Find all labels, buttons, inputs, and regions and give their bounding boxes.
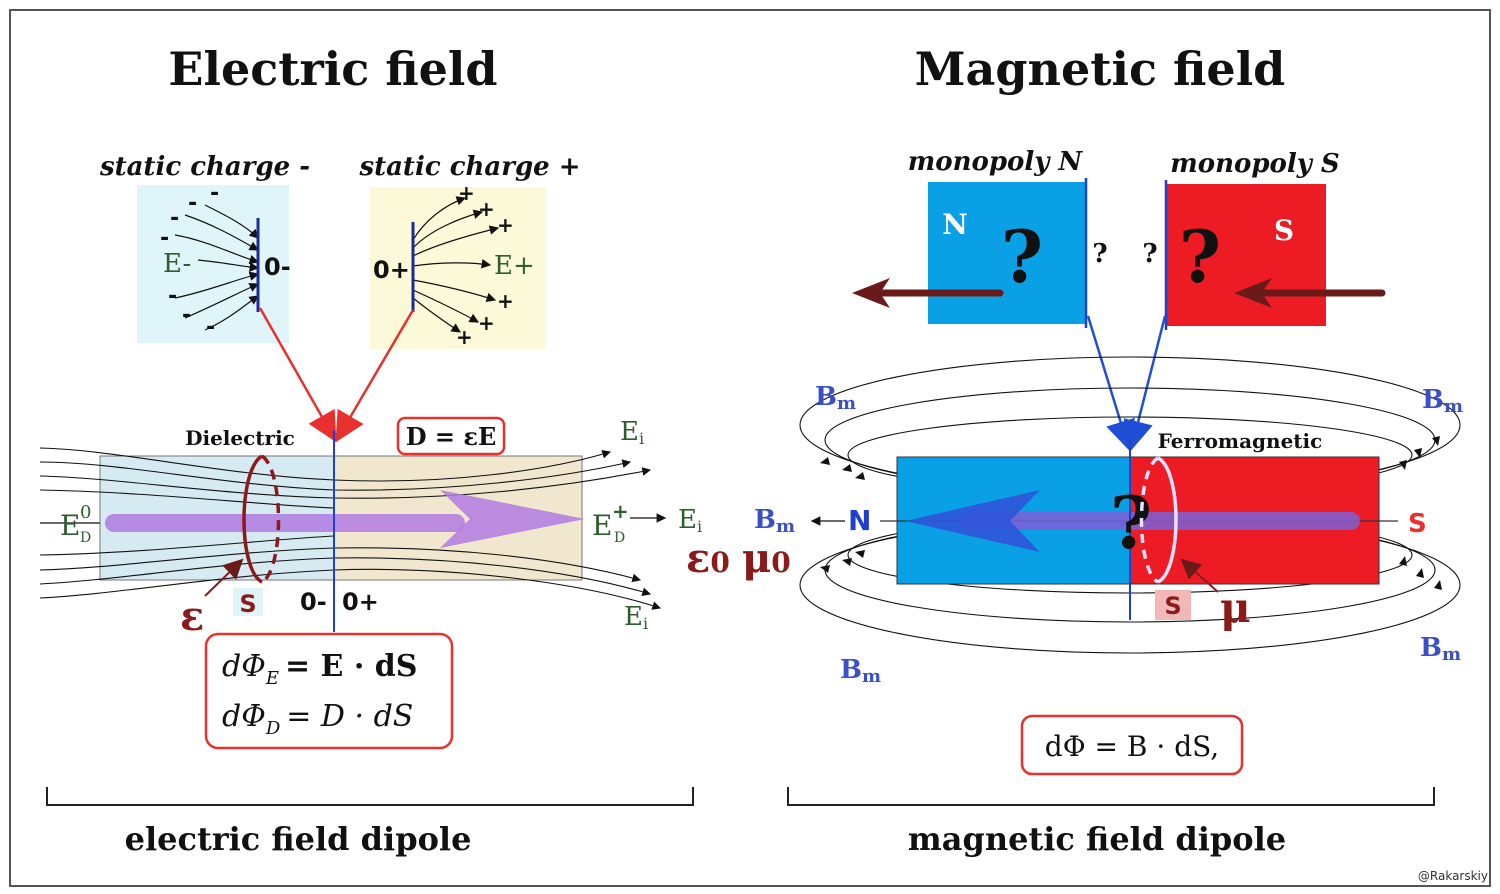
question-n-block: ?: [1001, 214, 1043, 299]
question-s-block: ?: [1179, 214, 1221, 299]
bm-label-left: Bm: [754, 505, 795, 537]
pos-sign: +: [497, 289, 514, 313]
ei-label-mid: Ei: [678, 505, 702, 536]
pos-sign: +: [478, 197, 495, 221]
magnetic-flux-box: [1020, 714, 1244, 776]
electric-caption: electric field dipole: [125, 820, 472, 858]
d-eq-box: [396, 416, 506, 456]
edp-sub: D: [614, 530, 625, 546]
electric-flux-box: [204, 632, 454, 750]
s-pole-label: S: [1408, 509, 1427, 539]
neg-field-lines: [174, 204, 260, 331]
static-charge-neg-label: static charge -: [99, 152, 310, 182]
question-small-right: ?: [1142, 239, 1157, 269]
ferromagnetic-label: Ferromagnetic: [1158, 429, 1323, 453]
s-badge-electric: [233, 588, 263, 616]
violet-arrow-head: [440, 490, 585, 548]
mu-ellipse-back: [1139, 456, 1160, 584]
electric-title: Electric field: [168, 42, 497, 96]
s-label-electric: S: [239, 590, 256, 618]
pos-sign: +: [458, 181, 475, 205]
e-minus-label: E-: [163, 249, 191, 279]
bm-label-tl: Bm: [815, 382, 856, 414]
neg-sign: -: [182, 303, 191, 328]
red-arrow-right: [335, 309, 415, 443]
n-pole-label: N: [848, 504, 871, 537]
watermark: @Rakarskiy: [1418, 869, 1488, 883]
ei-label-top: Ei: [620, 417, 644, 448]
edp-label: E: [592, 509, 612, 542]
magnetic-bracket: [787, 787, 1435, 806]
pos-sign: +: [478, 311, 495, 335]
neg-sign: -: [188, 191, 197, 216]
magnetic-arrow-shaft: [960, 512, 1360, 530]
pos-field-lines: [412, 196, 500, 333]
monopoly-s-block: [1166, 184, 1326, 326]
s-label-magnetic: S: [1164, 592, 1181, 620]
epsilon-symbol: ε: [180, 593, 204, 640]
flux-d-formula: dΦD= D · dS: [222, 699, 413, 739]
blue-arrow-right: [1123, 315, 1167, 451]
epsilon-zero: ε0: [686, 535, 730, 582]
question-small-left: ?: [1092, 239, 1107, 269]
violet-arrow-shaft: [105, 514, 465, 532]
static-charge-pos-label: static charge +: [358, 152, 580, 182]
monopoly-n-label: monopoly N: [908, 147, 1084, 177]
bm-label-br: Bm: [1420, 633, 1461, 665]
dielectric-label: Dielectric: [185, 426, 295, 450]
neg-sign: -: [168, 284, 177, 309]
magnetic-caption: magnetic field dipole: [908, 820, 1286, 858]
n-letter-block: N: [942, 208, 968, 241]
neg-sign: -: [206, 315, 215, 340]
monopoly-s-label: monopoly S: [1170, 149, 1339, 179]
zero-plus-label: 0+: [373, 256, 410, 284]
neg-sign: -: [160, 226, 169, 251]
mu-pointer: [1180, 558, 1219, 593]
ed0-label: E: [60, 509, 80, 542]
pos-sign: +: [497, 213, 514, 237]
s-in-arrow-head: [1234, 278, 1272, 308]
edp-sup: +: [612, 499, 629, 523]
pos-sign: +: [456, 325, 473, 349]
mu-symbol: μ: [1220, 583, 1251, 632]
mu-ellipse-front: [1156, 456, 1178, 584]
neg-sign: -: [210, 181, 219, 206]
surface-ellipse-back: [260, 454, 281, 584]
magnetic-flux-formula: dΦ = B · dS,: [1045, 730, 1219, 763]
pos-charge-box: [370, 187, 546, 349]
mu-zero: μ0: [742, 535, 791, 582]
ei-label-bot: Ei: [624, 602, 648, 633]
zero-minus-label: 0-: [264, 253, 291, 281]
e-plus-label: E+: [494, 251, 535, 281]
ed0-sup: 0: [80, 502, 91, 523]
blue-arrow-left: [1086, 315, 1135, 451]
bm-label-tr: Bm: [1422, 385, 1463, 417]
s-letter-block: S: [1274, 214, 1294, 247]
ed0-sub: D: [80, 530, 91, 546]
electric-bracket: [46, 787, 694, 806]
magnetic-loop-arrows: [820, 436, 1442, 590]
bar-zero-minus: 0-: [300, 588, 327, 616]
outer-frame: [9, 9, 1491, 887]
s-badge-magnetic: [1155, 590, 1191, 620]
epsilon-pointer: [204, 558, 244, 597]
surface-ellipse-front: [242, 454, 264, 584]
d-eq-text: D = εE: [406, 422, 497, 451]
red-arrow-left: [258, 307, 337, 443]
magnetic-title: Magnetic field: [915, 42, 1286, 96]
n-out-arrow-head: [852, 278, 890, 308]
magnetic-arrow-head: [905, 490, 1040, 552]
bar-zero-plus: 0+: [342, 588, 379, 616]
flux-e-formula: dΦE= E · dS: [222, 649, 417, 689]
neg-sign: -: [170, 206, 179, 231]
bm-label-bl: Bm: [840, 655, 881, 687]
monopoly-n-block: [928, 182, 1086, 324]
